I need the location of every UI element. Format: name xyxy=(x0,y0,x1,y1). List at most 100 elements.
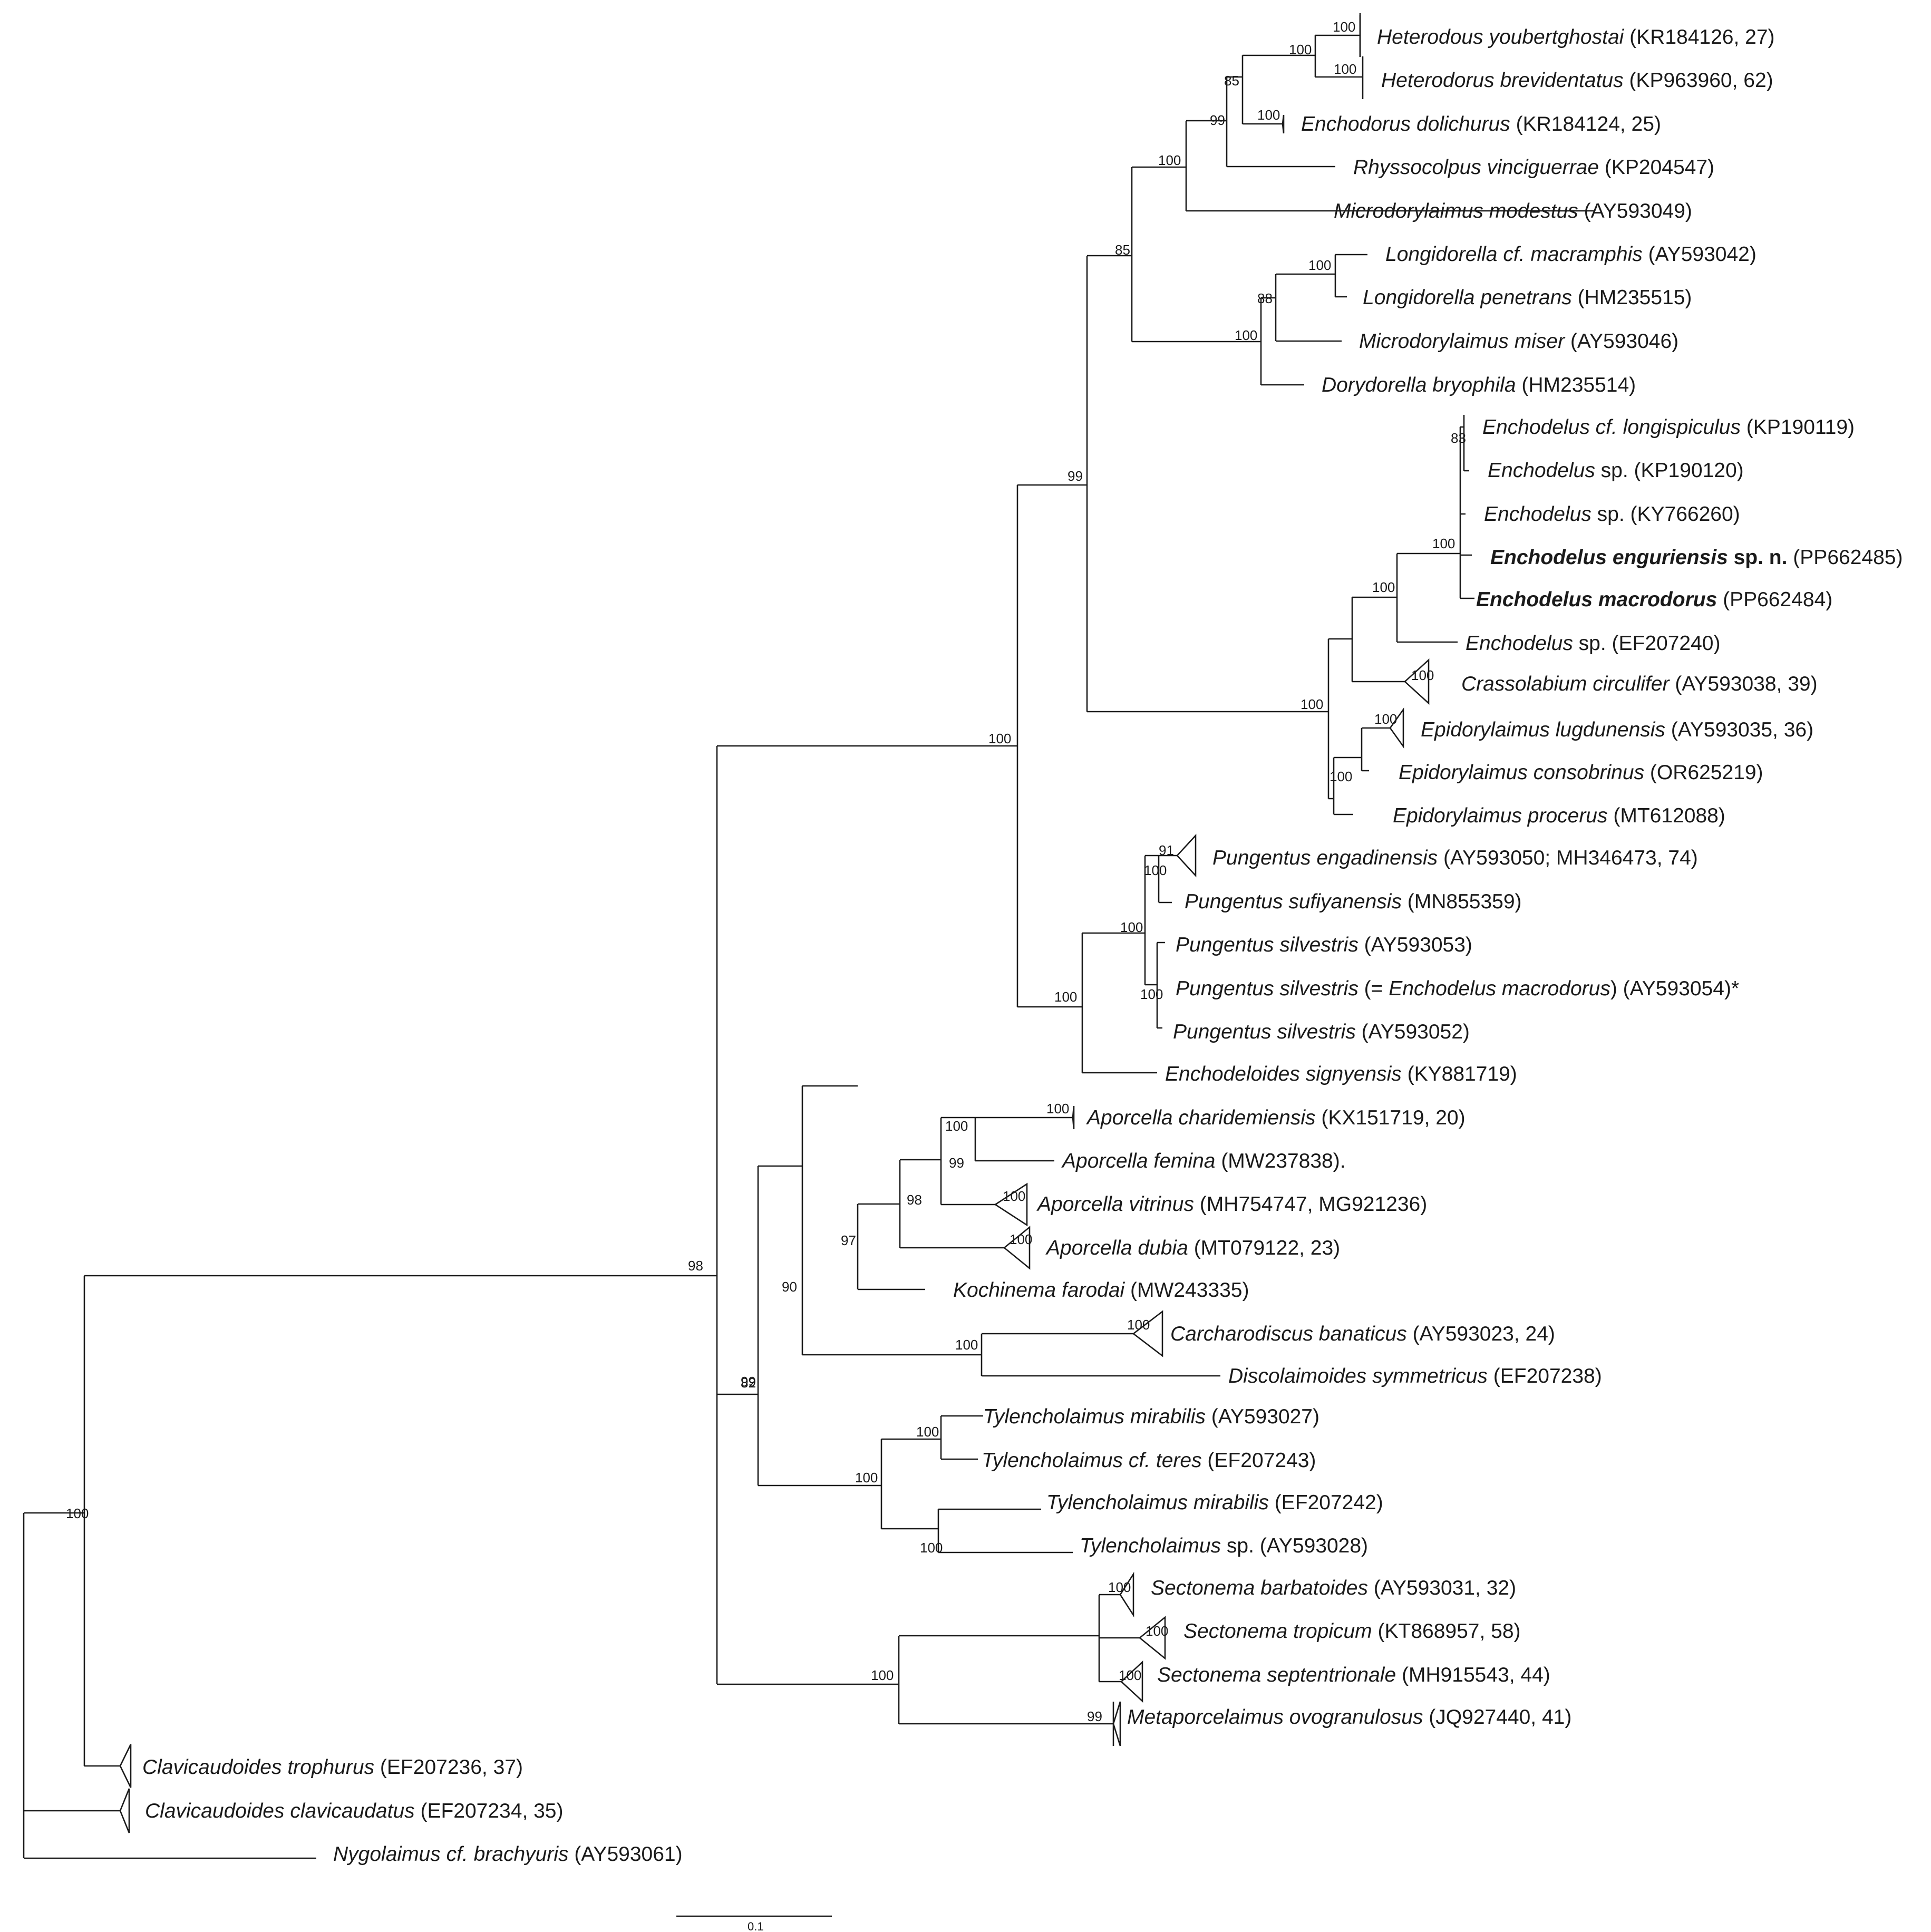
taxon-label: Longidorella penetrans (HM235515) xyxy=(1363,286,1692,309)
bootstrap-value: 85 xyxy=(1224,73,1239,89)
branch-node-100-p xyxy=(880,1438,941,1530)
branch-node-100-n xyxy=(974,1117,1073,1162)
taxon-label: Enchodelus sp. (EF207240) xyxy=(1466,632,1720,655)
branch-root xyxy=(23,1512,316,1859)
bootstrap-value: 100 xyxy=(1119,1667,1141,1683)
branch-node-91 xyxy=(1158,855,1177,904)
scale-bar-label: 0.1 xyxy=(748,1920,764,1932)
branch-node-100-i xyxy=(1333,756,1362,815)
bootstrap-value: 100 xyxy=(1046,1101,1069,1117)
bootstrap-value: 100 xyxy=(1334,61,1356,77)
bootstrap-value: 85 xyxy=(1115,242,1130,258)
bootstrap-value: 100 xyxy=(1289,42,1312,57)
branch-ingroup xyxy=(83,1275,717,1767)
tree-branches xyxy=(23,34,1594,1917)
bootstrap-value: 100 xyxy=(1374,711,1397,727)
branch-node-90 xyxy=(801,1085,982,1356)
bootstrap-value: 100 xyxy=(1140,986,1163,1002)
bootstrap-value: 100 xyxy=(1108,1579,1131,1595)
taxon-label: Heterodous youbertghostai (KR184126, 27) xyxy=(1377,26,1775,48)
collapsed-clade-enchodorus xyxy=(1282,114,1285,134)
branch-node-85-b xyxy=(1241,54,1315,125)
branch-node-100-h xyxy=(1459,554,1474,599)
taxon-label: Pungentus sufiyanensis (MN855359) xyxy=(1185,890,1522,913)
branch-node-97 xyxy=(857,1203,925,1290)
taxon-label: Pungentus silvestris (AY593053) xyxy=(1176,934,1472,956)
bootstrap-value: 100 xyxy=(855,1470,878,1486)
taxon-label: Epidorylaimus procerus (MT612088) xyxy=(1393,804,1725,827)
taxon-label-highlighted: Enchodelus macrodorus (PP662484) xyxy=(1476,588,1832,611)
bootstrap-value: 100 xyxy=(1308,257,1331,273)
taxon-label: Enchodelus sp. (KY766260) xyxy=(1484,503,1740,526)
bootstrap-value: 99 xyxy=(1087,1708,1102,1724)
taxon-label: Tylencholaimus mirabilis (AY593027) xyxy=(983,1405,1319,1428)
taxon-labels: Heterodous youbertghostai (KR184126, 27)… xyxy=(142,26,1903,1866)
taxon-label: Epidorylaimus consobrinus (OR625219) xyxy=(1399,761,1763,784)
taxon-label: Pungentus silvestris (AY593052) xyxy=(1173,1021,1470,1043)
taxon-label: Kochinema farodai (MW243335) xyxy=(953,1279,1249,1302)
taxon-label: Discolaimoides symmetricus (EF207238) xyxy=(1228,1365,1602,1387)
taxon-label: Microdorylaimus miser (AY593046) xyxy=(1359,330,1678,353)
branch-node-99 xyxy=(1086,255,1328,713)
bootstrap-value: 98 xyxy=(688,1258,703,1274)
branch-node-99-a xyxy=(1226,76,1335,168)
branch-node-99-b xyxy=(940,1117,995,1206)
branch-node-83 xyxy=(1459,426,1472,556)
collapsed-clade-aporcella-charidemiensis xyxy=(1072,1105,1075,1130)
collapsed-clade-clavicaudoides-clavicaudatus xyxy=(119,1788,130,1833)
taxon-label: Enchodelus cf. longispiculus (KP190119) xyxy=(1482,416,1855,439)
taxon-label: Heterodorus brevidentatus (KP963960, 62) xyxy=(1381,69,1773,92)
bootstrap-value: 100 xyxy=(1333,19,1355,35)
bootstrap-value: 100 xyxy=(1411,667,1434,683)
branch-upper-clade xyxy=(1016,484,1087,1008)
taxon-label: Sectonema tropicum (KT868957, 58) xyxy=(1183,1620,1521,1643)
taxon-label: Enchodelus sp. (KP190120) xyxy=(1488,459,1744,482)
branch-node-100-r xyxy=(898,1635,1113,1725)
branch-node-82 xyxy=(757,1165,881,1487)
branch-node-85-a xyxy=(1131,166,1261,343)
collapsed-clade-sectonema-septentrionale xyxy=(1120,1661,1143,1703)
taxon-label: Aporcella vitrinus (MH754747, MG921236) xyxy=(1036,1193,1427,1216)
branch-node-100-l xyxy=(1144,855,1159,986)
taxon-label: Microdorylaimus modestus (AY593049) xyxy=(1334,200,1692,222)
bootstrap-value: 100 xyxy=(1432,536,1455,551)
bootstrap-value: 100 xyxy=(1158,152,1181,168)
taxon-label: Rhyssocolpus vinciguerrae (KP204547) xyxy=(1353,156,1714,179)
bootstrap-value: 100 xyxy=(988,731,1011,746)
bootstrap-value: 100 xyxy=(1257,107,1280,123)
bootstrap-value: 99 xyxy=(1210,112,1225,128)
bootstrap-value: 100 xyxy=(920,1540,943,1556)
bootstrap-value: 90 xyxy=(782,1279,797,1295)
bootstrap-value: 100 xyxy=(1146,1623,1168,1639)
branch-node-100-e xyxy=(1327,638,1352,800)
branch-node-98 xyxy=(899,1159,1004,1249)
branch-node-100-j xyxy=(1361,727,1390,772)
taxon-label: Metaporcelaimus ovogranulosus (JQ927440,… xyxy=(1127,1706,1571,1729)
taxon-label: Sectonema barbatoides (AY593031, 32) xyxy=(1151,1577,1516,1599)
branch-node-100-g xyxy=(1396,552,1460,643)
collapsed-clade-carcharodiscus xyxy=(1132,1310,1163,1357)
branch-node-100-q xyxy=(940,1415,983,1460)
bootstrap-value: 91 xyxy=(1159,842,1174,858)
bootstrap-value: 100 xyxy=(1301,696,1323,712)
branch-node-99-c xyxy=(937,1508,1073,1554)
branch-node-100-s xyxy=(1098,1594,1140,1683)
taxon-label: Tylencholaimus sp. (AY593028) xyxy=(1080,1535,1368,1557)
branch-node-88 xyxy=(1275,273,1342,342)
bootstrap-value: 100 xyxy=(1330,769,1352,784)
branch-node-100-f xyxy=(1351,596,1405,683)
bootstrap-value: 100 xyxy=(945,1118,968,1134)
bootstrap-value: 100 xyxy=(66,1506,89,1521)
bootstrap-value: 88 xyxy=(1257,290,1273,306)
bootstrap-value: 100 xyxy=(1372,579,1395,595)
bootstrap-value: 100 xyxy=(1010,1231,1032,1247)
collapsed-clades xyxy=(119,13,1430,1833)
bootstrap-value: 100 xyxy=(1054,989,1077,1005)
bootstrap-value: 100 xyxy=(1127,1317,1150,1333)
taxon-label: Nygolaimus cf. brachyuris (AY593061) xyxy=(333,1843,683,1866)
taxon-label: Aporcella femina (MW237838). xyxy=(1061,1150,1346,1172)
collapsed-clade-aporcella-dubia xyxy=(1003,1226,1031,1270)
collapsed-clade-metaporcelaimus-bar xyxy=(1112,1701,1121,1746)
taxon-label: Clavicaudoides trophurus (EF207236, 37) xyxy=(142,1756,523,1779)
